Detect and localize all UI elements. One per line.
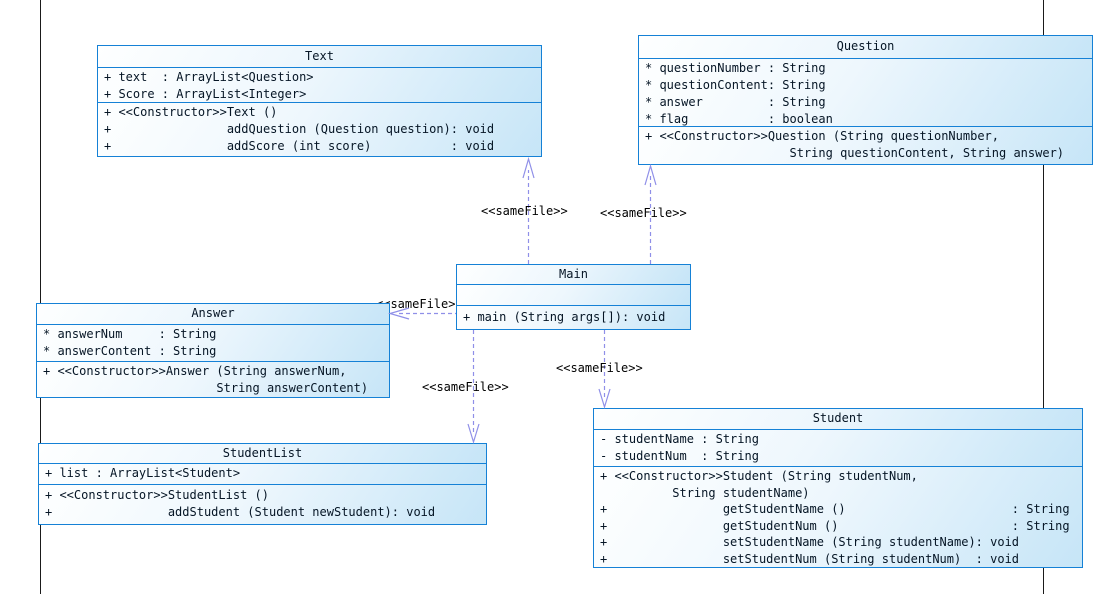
method-row: + <<Constructor>>StudentList ()	[45, 488, 269, 502]
class-attributes-answer: * answerNum : String * answerContent : S…	[37, 324, 389, 361]
attribute-row: - studentName : String	[600, 432, 759, 446]
attribute-row: * answerContent : String	[43, 344, 217, 358]
class-box-answer[interactable]: Answer * answerNum : String * answerCont…	[36, 303, 390, 398]
arrowhead-student	[598, 388, 611, 410]
arrowhead-text	[522, 156, 535, 179]
method-row: + <<Constructor>>Text ()	[104, 105, 278, 119]
edge-label-samefile-question[interactable]: <<sameFile>>	[600, 206, 687, 220]
attribute-row: + list : ArrayList<Student>	[45, 466, 241, 480]
class-attributes-question: * questionNumber : String * questionCont…	[639, 58, 1092, 126]
page-guide-line-right	[1043, 0, 1044, 594]
class-methods-text: + <<Constructor>>Text () + addQuestion (…	[98, 102, 541, 156]
class-methods-answer: + <<Constructor>>Answer (String answerNu…	[37, 361, 389, 397]
class-methods-studentlist: + <<Constructor>>StudentList () + addStu…	[39, 484, 486, 524]
attribute-row: + Score : ArrayList<Integer>	[104, 87, 307, 101]
class-attributes-main	[457, 284, 690, 305]
class-box-main[interactable]: Main + main (String args[]): void	[456, 264, 691, 330]
method-row: String answerContent)	[43, 381, 369, 395]
method-row: + setStudentName (String studentName): v…	[600, 535, 1020, 549]
class-title-answer: Answer	[37, 304, 389, 324]
class-title-main: Main	[457, 265, 690, 284]
attribute-row: * answer : String	[645, 95, 826, 109]
edge-label-samefile-studentlist[interactable]: <<sameFile>>	[422, 380, 509, 394]
class-title-question: Question	[639, 36, 1092, 58]
attribute-row: * answerNum : String	[43, 327, 217, 341]
class-box-text[interactable]: Text + text : ArrayList<Question> + Scor…	[97, 45, 542, 157]
method-row: + getStudentName () : String	[600, 502, 1070, 516]
attribute-row: * questionContent: String	[645, 78, 826, 92]
attribute-row: - studentNum : String	[600, 449, 759, 463]
method-row: + addStudent (Student newStudent): void	[45, 505, 436, 519]
class-box-question[interactable]: Question * questionNumber : String * que…	[638, 35, 1093, 165]
class-attributes-text: + text : ArrayList<Question> + Score : A…	[98, 67, 541, 102]
edge-label-samefile-text[interactable]: <<sameFile>>	[481, 204, 568, 218]
page-guide-line-left	[40, 0, 41, 594]
class-attributes-student: - studentName : String - studentNum : St…	[594, 429, 1082, 466]
class-methods-main: + main (String args[]): void	[457, 305, 690, 329]
class-methods-student: + <<Constructor>>Student (String student…	[594, 466, 1082, 567]
attribute-row: * flag : boolean	[645, 112, 833, 126]
method-row: + <<Constructor>>Question (String questi…	[645, 129, 1000, 143]
method-row: + setStudentNum (String studentNum) : vo…	[600, 551, 1020, 566]
class-title-studentlist: StudentList	[39, 444, 486, 463]
method-row: + addScore (int score) : void	[104, 139, 495, 153]
class-box-studentlist[interactable]: StudentList + list : ArrayList<Student> …	[38, 443, 487, 525]
arrowhead-studentlist	[467, 423, 480, 445]
class-box-student[interactable]: Student - studentName : String - student…	[593, 408, 1083, 568]
class-methods-question: + <<Constructor>>Question (String questi…	[639, 126, 1092, 164]
class-attributes-studentlist: + list : ArrayList<Student>	[39, 463, 486, 484]
class-title-student: Student	[594, 409, 1082, 429]
attribute-row: + text : ArrayList<Question>	[104, 70, 314, 84]
arrowhead-question	[644, 163, 657, 186]
method-row: String studentName)	[600, 485, 810, 500]
method-row: + <<Constructor>>Student (String student…	[600, 469, 918, 483]
attribute-row: * questionNumber : String	[645, 61, 826, 75]
method-row: + getStudentNum () : String	[600, 518, 1070, 533]
class-title-text: Text	[98, 46, 541, 67]
method-row: + <<Constructor>>Answer (String answerNu…	[43, 364, 347, 378]
method-row: + addQuestion (Question question): void	[104, 122, 495, 136]
method-row: String questionContent, String answer)	[645, 146, 1065, 160]
edge-label-samefile-student[interactable]: <<sameFile>>	[556, 361, 643, 375]
method-row: + main (String args[]): void	[463, 310, 666, 324]
